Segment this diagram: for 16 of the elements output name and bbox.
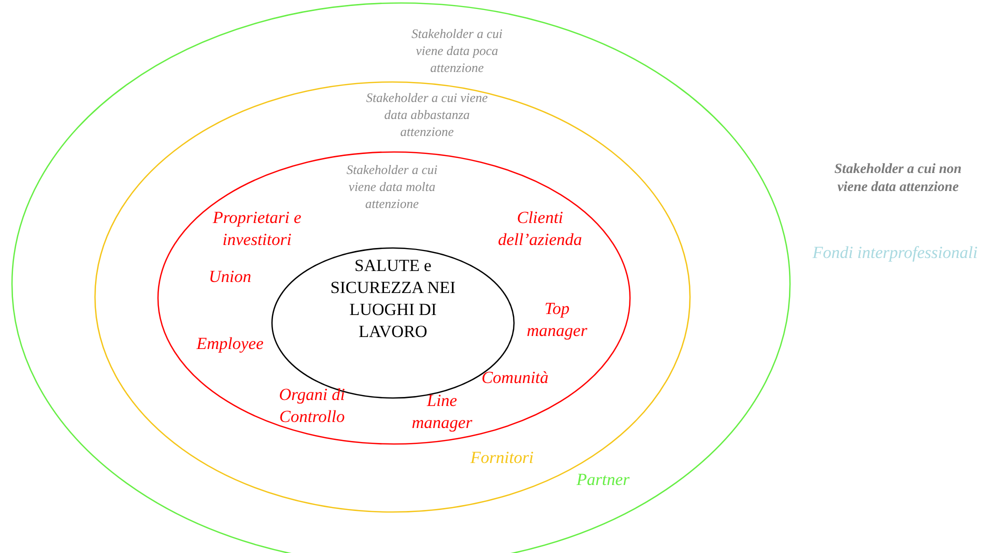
stakeholder-label: Union bbox=[208, 266, 252, 288]
note-text: Stakeholder a cui non viene data attenzione bbox=[833, 161, 963, 197]
ring-heading: Stakeholder a cui viene data abbastanza attenzione bbox=[365, 89, 489, 140]
stakeholder-label: Partner bbox=[576, 469, 630, 491]
stakeholder-label: Employee bbox=[195, 333, 265, 355]
ring-heading: Stakeholder a cui viene data poca attenzione bbox=[410, 25, 504, 76]
stakeholder-label: Fornitori bbox=[469, 447, 535, 469]
stakeholder-label: Proprietari e investitori bbox=[212, 207, 302, 251]
stakeholder-label: Comunità bbox=[480, 367, 550, 389]
note-text: Fondi interprofessionali bbox=[811, 243, 979, 263]
stakeholder-label: Top manager bbox=[526, 298, 588, 342]
stakeholder-label: Line manager bbox=[410, 390, 474, 434]
ring-heading: Stakeholder a cui viene data molta attenzione bbox=[346, 161, 438, 212]
center-title: SALUTE e SICUREZZA NEI LUOGHI DI LAVORO bbox=[329, 255, 457, 343]
stakeholder-label: Clienti dell’azienda bbox=[496, 207, 584, 251]
stakeholder-label: Organi di Controllo bbox=[278, 384, 346, 428]
